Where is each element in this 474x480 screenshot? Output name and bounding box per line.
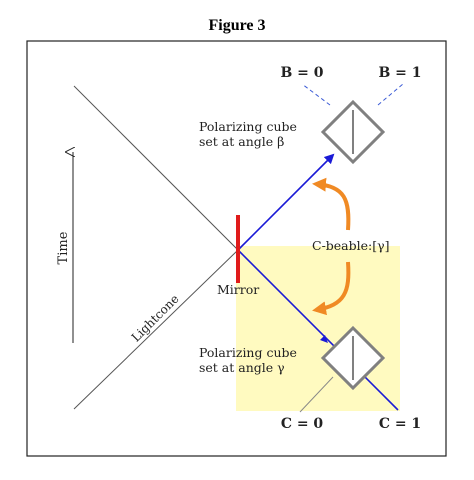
beam-lower — [237, 249, 399, 411]
label-time: Time — [56, 231, 71, 264]
top-polarizing-cube — [320, 99, 386, 165]
c-beable-region — [236, 246, 400, 411]
label-bottom-cube-line1: Polarizing cube — [199, 345, 297, 360]
dashed-path-b0 — [301, 83, 331, 106]
c0-leader-line — [299, 376, 334, 413]
label-top-cube-line1: Polarizing cube — [199, 119, 297, 134]
beam-lower-arrowhead — [320, 335, 328, 343]
orange-arrow-lower — [312, 261, 351, 316]
label-mirror: Mirror — [217, 282, 259, 297]
beam-upper — [237, 153, 335, 251]
dashed-path-b1 — [377, 83, 404, 106]
label-c0: C = 0 — [281, 416, 324, 432]
label-c-beable: C-beable:[γ] — [312, 238, 389, 253]
figure-title: Figure 3 — [208, 17, 266, 34]
label-b1: B = 1 — [378, 65, 421, 81]
label-b0: B = 0 — [280, 65, 323, 81]
bottom-polarizing-cube — [320, 325, 386, 391]
lightcone-line-upper — [73, 85, 239, 251]
orange-arrow-upper — [312, 177, 351, 231]
label-c1: C = 1 — [379, 416, 421, 432]
figure-frame — [26, 40, 447, 457]
label-lightcone: Lightcone — [129, 292, 182, 345]
label-bottom-cube-line2: set at angle γ — [199, 360, 285, 375]
label-top-cube-line2: set at angle β — [199, 134, 284, 149]
lightcone-line-lower — [73, 249, 239, 410]
